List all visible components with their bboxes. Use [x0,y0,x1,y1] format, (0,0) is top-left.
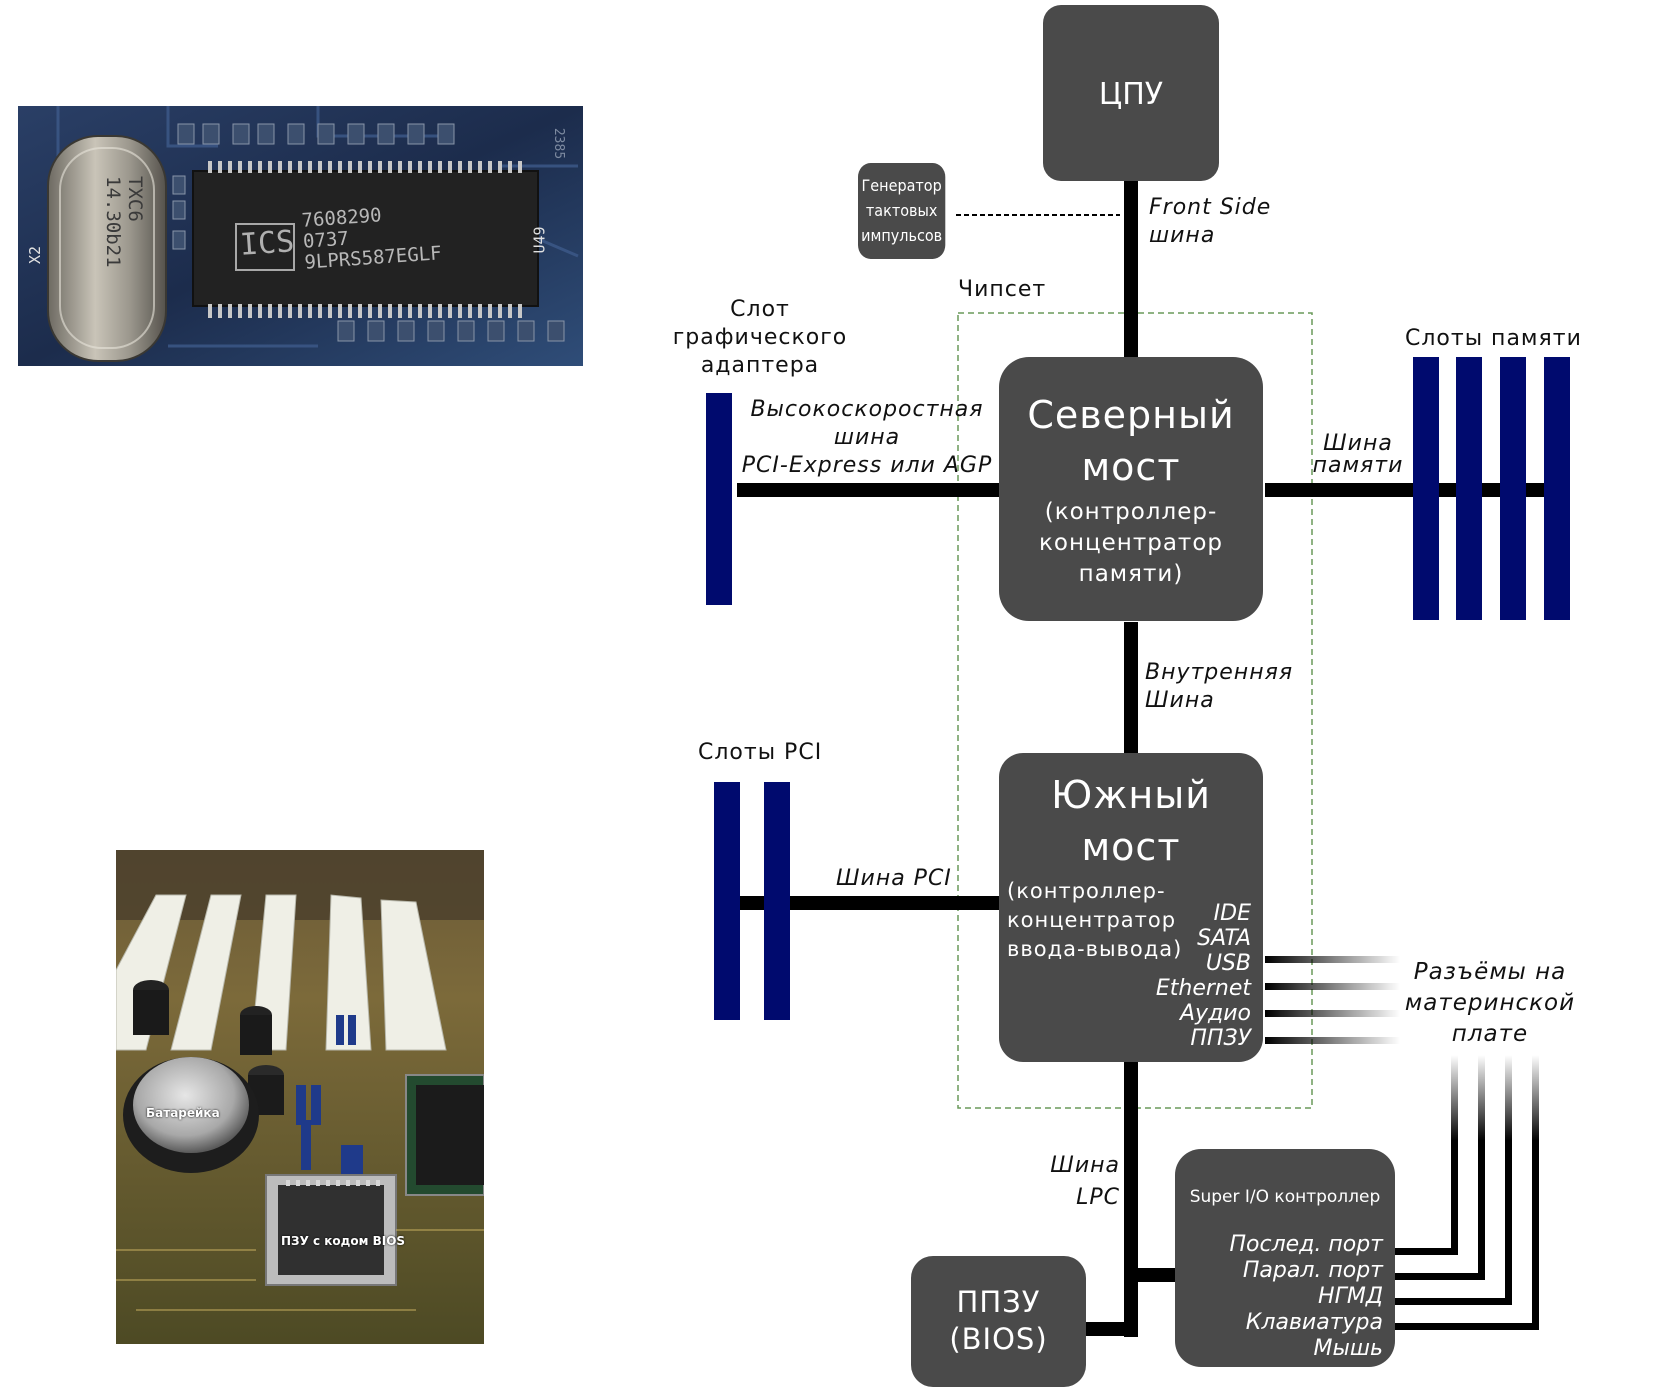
highspeed-bus-label: Высокоскоростная шина PCI-Express или AG… [740,396,994,480]
onboard-connectors-label-2: материнской [1404,990,1576,1016]
southbridge-port-eeprom: ППЗУ [1190,1026,1251,1051]
port-line-3 [1265,1010,1400,1017]
port-line-1 [1265,956,1400,963]
internal-bus-label-1: Внутренняя [1145,660,1294,685]
battery-label: Батарейка [146,1106,220,1120]
graphics-slot-label-3: адаптера [700,353,820,378]
memory-slot-2 [1456,357,1482,620]
superio-box: Super I/O контроллер Послед. порт Парал.… [1175,1149,1395,1367]
memory-slot-1 [1413,357,1439,620]
northbridge-title-2: мост [1081,445,1181,489]
highspeed-bus-label-1: Высокоскоростная [750,397,984,422]
bios-rom-label: ПЗУ с кодом BIOS [281,1234,406,1248]
motherboard-photo: Батарейка ПЗУ с кодом BIOS [116,850,484,1344]
fsb-label-2: шина [1149,223,1216,248]
southbridge-title-1: Южный [1051,773,1211,817]
lpc-bus [1124,1062,1138,1337]
southbridge-subtitle-3: ввода-вывода) [1007,937,1183,961]
northbridge-subtitle-3: памяти) [1078,561,1184,587]
port-line-4 [1265,1037,1400,1044]
fsb-label: Front Side шина [1149,194,1271,250]
southbridge-port-ethernet: Ethernet [1155,976,1251,1001]
southbridge-port-sata: SATA [1197,926,1251,951]
cpu-box: ЦПУ [1043,5,1219,181]
superio-port-parallel: Парал. порт [1242,1258,1383,1283]
southbridge-title-2: мост [1081,825,1181,869]
superio-title: Super I/O контроллер [1189,1187,1381,1207]
highspeed-bus [737,483,1003,497]
superio-port-mouse: Мышь [1313,1336,1383,1361]
bios-line-1: ППЗУ [956,1285,1041,1319]
northbridge-subtitle-1: (контроллер- [1044,499,1218,525]
port-line-2 [1265,983,1400,990]
memory-bus-label: Шина памяти [1309,433,1407,477]
superio-port-floppy: НГМД [1318,1284,1383,1309]
graphics-slot [706,393,732,605]
superio-port-fades [1451,1055,1539,1141]
superio-port-serial: Послед. порт [1229,1232,1383,1257]
southbridge-port-usb: USB [1205,951,1251,976]
clock-generator-box: Генератор тактовых импульсов [858,163,946,259]
bios-line-2: (BIOS) [949,1322,1048,1356]
lpc-bus-label-1: Шина [1050,1153,1120,1178]
memory-slot-3 [1500,357,1526,620]
memory-bus-label-1: Шина [1323,431,1393,456]
fsb-label-1: Front Side [1149,195,1272,220]
graphics-slot-label-1: Слот [730,297,790,322]
pci-bus [740,896,1003,910]
internal-bus [1124,622,1138,756]
front-side-bus [1124,178,1138,358]
southbridge-port-audio: Аудио [1179,1001,1251,1026]
graphics-slot-label-2: графического [672,325,848,350]
onboard-connectors-label-1: Разъёмы на [1413,959,1567,985]
lpc-to-superio [1138,1268,1180,1282]
pcb-texture [18,106,583,366]
internal-bus-label: Внутренняя Шина [1145,659,1293,715]
memory-slot-4 [1544,357,1570,620]
memory-slots-label: Слоты памяти [1405,326,1582,351]
onboard-connectors-label: Разъёмы на материнской плате [1402,957,1578,1050]
southbridge-subtitle-1: (контроллер- [1007,879,1166,903]
internal-bus-label-2: Шина [1145,688,1215,713]
pci-slot-1 [714,782,740,1020]
northbridge-box: Северный мост (контроллер- концентратор … [999,357,1263,621]
superio-port-keyboard: Клавиатура [1245,1310,1383,1335]
cpu-label: ЦПУ [1098,77,1164,112]
onboard-connectors-label-3: плате [1451,1021,1529,1047]
graphics-slot-label: Слот графического адаптера [672,296,848,380]
southbridge-port-ide: IDE [1213,901,1251,926]
northbridge-subtitle-2: концентратор [1038,530,1223,556]
southbridge-subtitle-2: концентратор [1007,908,1177,932]
board-texture [116,850,484,1344]
memory-bus-label-2: памяти [1312,453,1404,478]
clock-generator-photo: TXC6 14.30b21 ICS 7608290 0737 9LPRS587E… [18,106,583,366]
northbridge-title-1: Северный [1027,393,1235,437]
clock-generator-line-2: тактовых [865,201,938,220]
southbridge-box: Южный мост (контроллер- концентратор вво… [999,753,1263,1062]
lpc-to-bios [1085,1322,1138,1336]
pci-slot-2 [764,782,790,1020]
superio-port-lines [1395,1140,1539,1330]
bios-box: ППЗУ (BIOS) [911,1256,1086,1387]
chipset-label: Чипсет [958,277,1047,302]
lpc-bus-label: Шина LPC [1040,1150,1120,1214]
highspeed-bus-label-2: шина [833,425,901,450]
highspeed-bus-label-3: PCI-Express или AGP [741,453,993,478]
pci-bus-label: Шина PCI [836,866,952,891]
lpc-bus-label-2: LPC [1076,1185,1120,1210]
pci-slots-label: Слоты PCI [698,740,823,765]
clock-generator-line-1: Генератор [861,176,942,195]
clock-generator-line-3: импульсов [861,226,943,245]
